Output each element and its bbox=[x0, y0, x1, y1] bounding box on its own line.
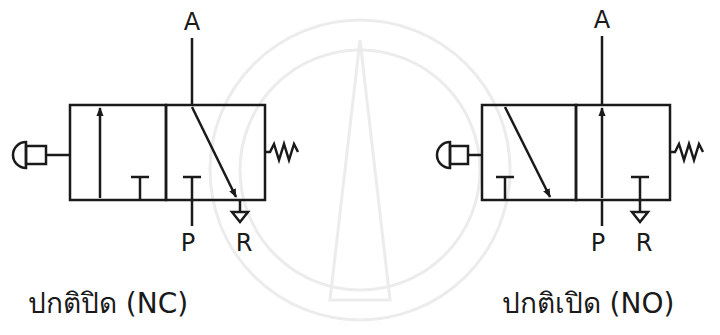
valve-box bbox=[482, 105, 576, 200]
spring bbox=[265, 144, 298, 160]
push-button bbox=[437, 142, 450, 168]
push-button bbox=[13, 142, 26, 168]
valve-box bbox=[166, 105, 265, 200]
port-label: P bbox=[591, 231, 605, 255]
valve-box bbox=[576, 105, 670, 200]
button-stem bbox=[26, 146, 46, 164]
port-label: P bbox=[181, 231, 195, 255]
watermark bbox=[210, 20, 510, 320]
valve-caption: ปกติปิด (NC) bbox=[28, 290, 188, 318]
valve-nc bbox=[13, 38, 298, 226]
port-label: R bbox=[636, 231, 653, 255]
spring bbox=[670, 144, 703, 160]
valve-caption: ปกติเปิด (NO) bbox=[502, 290, 675, 318]
valve-box bbox=[70, 105, 166, 200]
exhaust-symbol bbox=[632, 212, 648, 222]
exhaust-symbol bbox=[232, 212, 248, 222]
port-label: R bbox=[236, 231, 253, 255]
port-label: A bbox=[594, 8, 610, 32]
port-label: A bbox=[184, 10, 200, 34]
valve-no bbox=[437, 36, 703, 226]
button-stem bbox=[450, 146, 468, 164]
